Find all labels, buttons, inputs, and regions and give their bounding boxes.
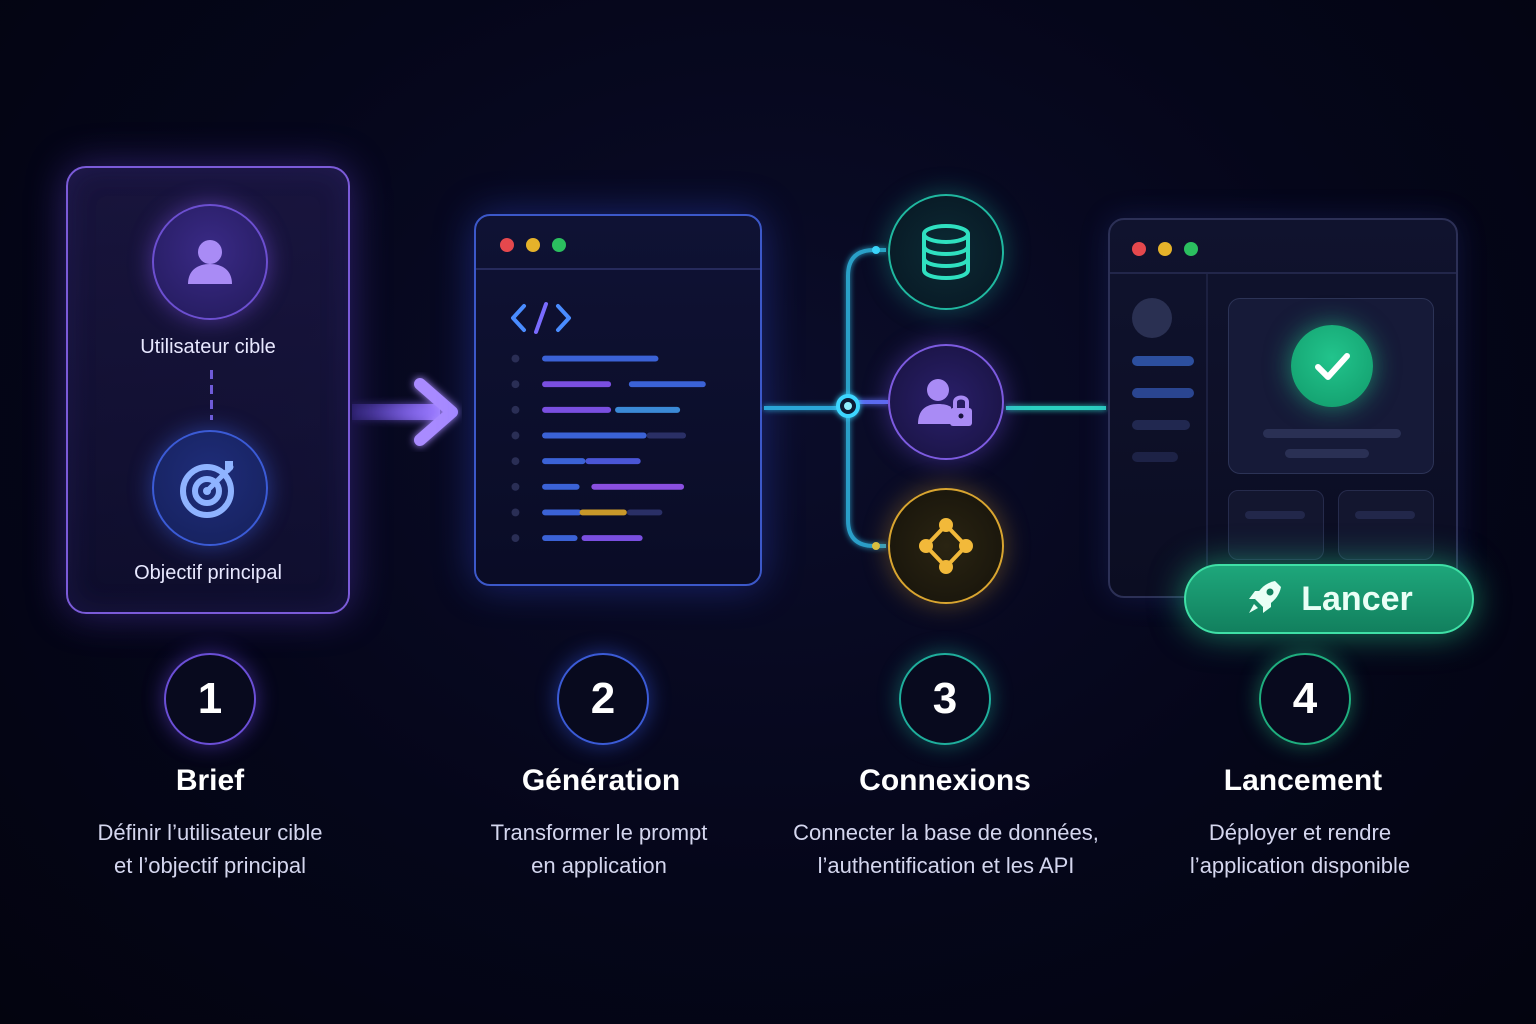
launch-button[interactable]: Lancer xyxy=(1184,564,1474,634)
maximize-dot xyxy=(1184,242,1198,256)
sidebar-item xyxy=(1132,356,1194,366)
text-placeholder xyxy=(1285,449,1369,458)
success-card xyxy=(1228,298,1434,474)
step-number-3: 3 xyxy=(899,653,991,745)
step-desc-4: Déployer et rendre l’application disponi… xyxy=(1120,816,1480,882)
desc-line: Transformer le prompt xyxy=(490,820,708,845)
sidebar-item xyxy=(1132,388,1194,398)
connection-lines xyxy=(764,246,1106,550)
minimize-dot xyxy=(526,238,540,252)
target-icon xyxy=(152,430,268,546)
sidebar-divider xyxy=(1206,274,1208,596)
sidebar-item xyxy=(1132,420,1190,430)
user-lock-icon xyxy=(888,344,1004,460)
brief-card: Utilisateur cible Objectif principal xyxy=(66,166,350,614)
api-nodes-icon xyxy=(888,488,1004,604)
code-editor-window xyxy=(474,214,762,586)
user-label: Utilisateur cible xyxy=(140,336,276,358)
goal-label: Objectif principal xyxy=(134,562,282,584)
window-titlebar xyxy=(476,216,760,270)
launch-label: Lancer xyxy=(1301,579,1413,618)
close-dot xyxy=(1132,242,1146,256)
step-title-3: Connexions xyxy=(859,764,1031,797)
app-preview-window xyxy=(1108,218,1458,598)
arrow-right-icon xyxy=(352,372,462,452)
desc-line: Définir l’utilisateur cible xyxy=(97,820,323,845)
database-icon xyxy=(888,194,1004,310)
desc-line: en application xyxy=(531,853,667,878)
desc-line: Connecter la base de données, xyxy=(793,820,1099,845)
step-title-4: Lancement xyxy=(1223,764,1383,797)
mini-card xyxy=(1228,490,1324,560)
user-icon xyxy=(152,204,268,320)
connector-dashes xyxy=(210,370,213,420)
step-desc-3: Connecter la base de données, l’authenti… xyxy=(766,816,1126,882)
step-number-2: 2 xyxy=(557,653,649,745)
code-icon xyxy=(510,300,572,341)
check-icon xyxy=(1291,325,1373,407)
mini-card xyxy=(1338,490,1434,560)
step-desc-1: Définir l’utilisateur cible et l’objecti… xyxy=(30,816,390,882)
step-desc-2: Transformer le prompt en application xyxy=(419,816,779,882)
step-title-1: Brief xyxy=(175,764,245,797)
rocket-icon xyxy=(1245,577,1285,622)
step-number-1: 1 xyxy=(164,653,256,745)
desc-line: l’application disponible xyxy=(1189,853,1411,878)
maximize-dot xyxy=(552,238,566,252)
close-dot xyxy=(500,238,514,252)
step-title-2: Génération xyxy=(521,764,681,797)
code-lines xyxy=(511,354,706,542)
text-placeholder xyxy=(1263,429,1401,438)
minimize-dot xyxy=(1158,242,1172,256)
avatar xyxy=(1132,298,1172,338)
step-number-4: 4 xyxy=(1259,653,1351,745)
sidebar-item xyxy=(1132,452,1178,462)
window-titlebar xyxy=(1110,220,1456,274)
desc-line: l’authentification et les API xyxy=(817,853,1075,878)
desc-line: Déployer et rendre xyxy=(1208,820,1392,845)
desc-line: et l’objectif principal xyxy=(114,853,306,878)
